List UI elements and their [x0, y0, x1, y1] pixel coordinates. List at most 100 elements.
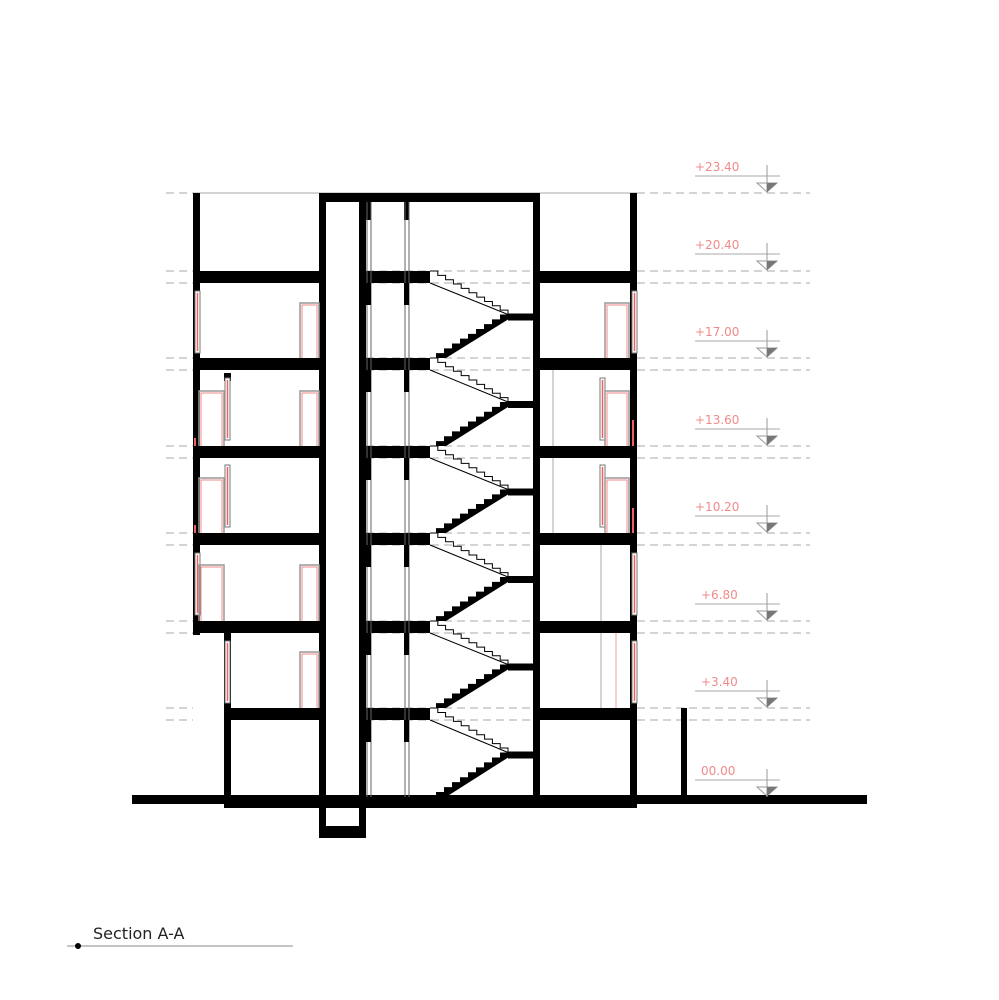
slab-right [540, 621, 637, 633]
right-wall [630, 193, 637, 808]
mullion-cap [404, 283, 409, 305]
core-pit [319, 826, 366, 838]
slab-right [540, 708, 637, 720]
stair-treads-upper [430, 445, 509, 490]
door-leaf [301, 392, 318, 446]
stair-mid-landing [508, 576, 533, 583]
slab-landing [366, 708, 430, 720]
stair-flight-lower [436, 402, 516, 446]
stair-mid-landing [508, 313, 533, 321]
level-marker: +6.80 [695, 588, 780, 621]
slab-left [224, 708, 326, 720]
stair-flight-upper [429, 282, 509, 315]
level-label: +17.00 [695, 325, 739, 339]
mullion-cap [404, 370, 409, 392]
slab-left [193, 533, 326, 545]
drawing-title: Section A-A [93, 924, 185, 943]
door [299, 651, 320, 708]
door [198, 564, 225, 621]
mullion-cap [366, 633, 371, 655]
mullion-cap [404, 720, 409, 742]
level-triangle-fill [767, 183, 777, 192]
stair-flight-lower [436, 752, 516, 797]
level-marker: +17.00 [695, 325, 780, 358]
door-leaf [200, 392, 223, 446]
door-leaf [200, 479, 223, 533]
door [604, 302, 630, 358]
mullion-cap [366, 283, 371, 305]
mullion-cap [404, 633, 409, 655]
level-label: +23.40 [695, 160, 739, 174]
slab-right [540, 533, 637, 545]
core-top [319, 193, 540, 202]
left-wall-stub [224, 373, 231, 381]
door-leaf [606, 479, 628, 533]
mullion-cap [366, 202, 371, 220]
level-label: +10.20 [695, 500, 739, 514]
slab-left [193, 621, 326, 633]
mullion-cap [366, 458, 371, 480]
slab-left [193, 271, 326, 283]
doors-windows [194, 290, 638, 708]
level-triangle-fill [767, 611, 777, 620]
level-triangle-fill [767, 348, 777, 357]
slab-left [193, 358, 326, 370]
level-label: +6.80 [701, 588, 738, 602]
core-mullions [366, 202, 410, 797]
mullion-cap [404, 202, 409, 220]
door-leaf [301, 653, 318, 708]
door-leaf [606, 304, 628, 358]
mullion-cap [404, 545, 409, 567]
door [604, 390, 630, 446]
level-markers: +23.40 +20.40 +17.00 +13.60 +10.20 +6.80 +3.40… [695, 160, 780, 797]
door [198, 390, 225, 446]
level-triangle-fill [767, 698, 777, 707]
title-dot [75, 943, 81, 949]
level-marker: +10.20 [695, 500, 780, 533]
stairs [429, 270, 533, 797]
level-marker: +23.40 [695, 160, 780, 193]
level-triangle-fill [767, 261, 777, 270]
stair-flight-lower [436, 577, 516, 621]
stair-mid-landing [508, 663, 533, 671]
left-wall-upper [193, 193, 200, 635]
core-wall-left [319, 193, 326, 838]
core-wall-right [359, 193, 366, 838]
mullion-cap [404, 458, 409, 480]
level-label: +3.40 [701, 675, 738, 689]
stair-mid-landing [508, 488, 533, 496]
slab-left [193, 446, 326, 458]
door [299, 302, 320, 358]
slab-landing [366, 271, 430, 283]
level-label: +20.40 [695, 238, 739, 252]
stair-treads-upper [430, 357, 509, 402]
slab-right [540, 271, 637, 283]
level-marker: +13.60 [695, 413, 780, 446]
slab-right [540, 446, 637, 458]
slab-landing [366, 446, 430, 458]
level-marker: 00.00 [695, 764, 780, 797]
slab-right [540, 358, 637, 370]
stair-flight-lower [436, 489, 516, 533]
level-label: +13.60 [695, 413, 739, 427]
title-block: Section A-A [67, 924, 293, 949]
level-triangle-fill [767, 523, 777, 532]
stair-mid-landing [508, 751, 533, 759]
slab-landing [366, 621, 430, 633]
stair-treads-upper [430, 620, 509, 665]
floor-slabs [193, 271, 637, 808]
stair-treads-upper [430, 707, 509, 753]
door [604, 477, 630, 533]
site-wall [681, 708, 687, 798]
slab-landing [366, 533, 430, 545]
mullion-cap [366, 720, 371, 742]
slab-landing [366, 358, 430, 370]
mullion-cap [366, 545, 371, 567]
level-marker: +3.40 [695, 675, 780, 708]
mullion-cap [366, 370, 371, 392]
door [299, 390, 320, 446]
stair-ground-slab [366, 795, 540, 808]
stair-treads-upper [430, 270, 509, 315]
stair-wall-right [533, 193, 540, 805]
stair-flight-upper [429, 632, 509, 665]
